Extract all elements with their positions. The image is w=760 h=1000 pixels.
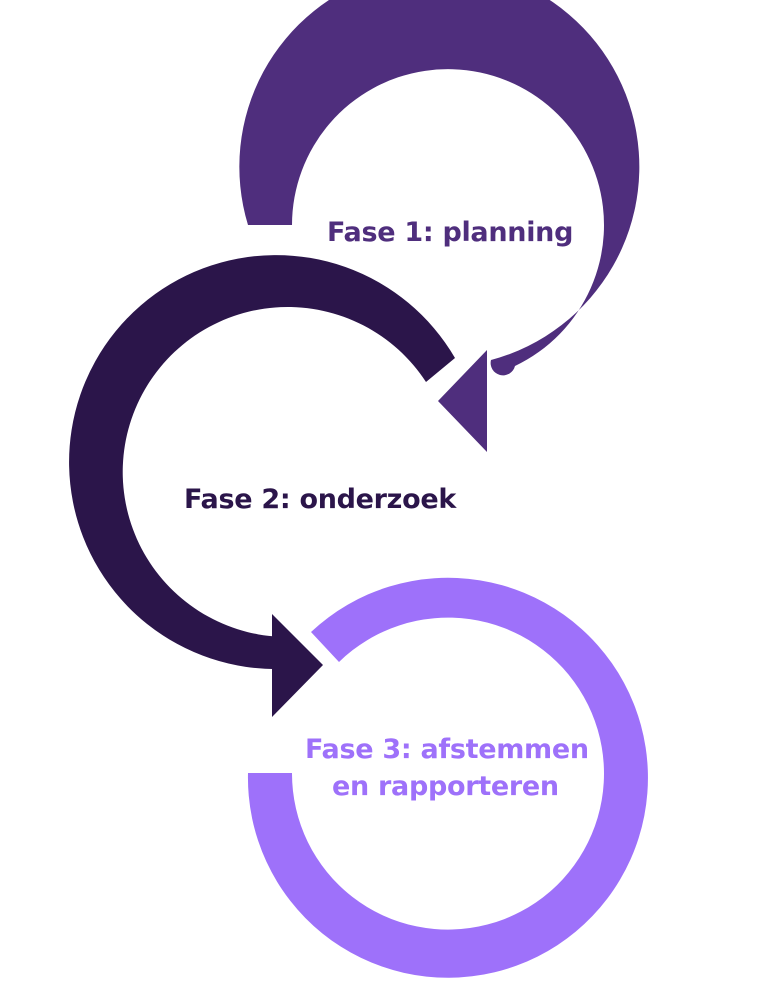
phase-2-arrowhead [272,614,323,717]
phase-2-label: Fase 2: onderzoek [184,484,457,515]
phase-2-arrow [69,255,455,717]
phase-1-arrow [239,0,640,452]
phase-1-ring [239,0,640,376]
phase-1-label-line: Fase 1: planning [327,217,573,248]
phase-2-label-line: Fase 2: onderzoek [184,484,457,515]
phase-2-ring [69,255,455,670]
phase-3-label-line-1: Fase 3: afstemmen [305,734,589,765]
phase-1-label: Fase 1: planning [327,217,573,248]
phase-3-label: Fase 3: afstemmen en rapporteren [305,734,598,802]
phase-3-label-line-2: en rapporteren [332,771,559,802]
phase-1-arrowhead [438,350,487,452]
